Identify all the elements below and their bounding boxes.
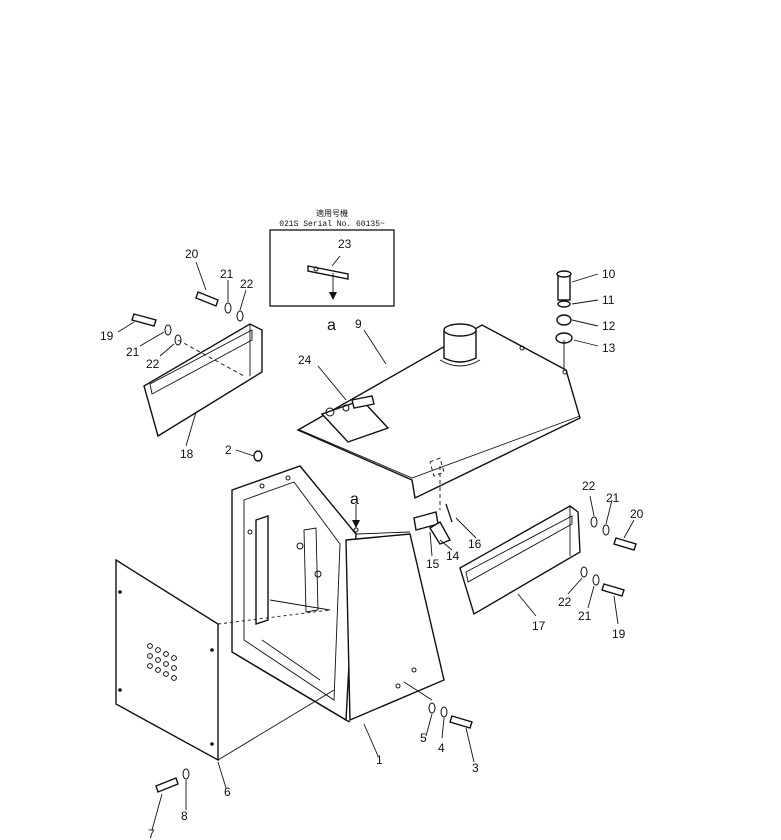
front-panel — [115, 558, 219, 762]
callout-21-left-top: 21 — [220, 267, 234, 281]
callout-19-right: 19 — [612, 627, 626, 641]
callout-16: 16 — [468, 537, 482, 551]
callout-9: 9 — [355, 317, 362, 331]
serial-note-line1: 適用号機 — [316, 208, 348, 219]
callout-labels: 1 2 3 4 5 6 7 8 9 10 11 12 13 14 15 16 1… — [100, 237, 644, 840]
main-frame — [231, 465, 445, 723]
callout-14: 14 — [446, 549, 460, 563]
leader-lines — [117, 255, 635, 831]
callout-13: 13 — [602, 341, 616, 355]
callout-21-right-low: 21 — [578, 609, 592, 623]
callout-22-right-top: 22 — [582, 479, 596, 493]
right-side-panel — [459, 505, 581, 616]
callout-23: 23 — [338, 237, 352, 251]
callout-20-left: 20 — [185, 247, 199, 261]
view-ref-a-frame: a — [350, 491, 359, 508]
assembly-lines — [217, 340, 565, 761]
hardware — [131, 270, 637, 793]
callout-6: 6 — [224, 785, 231, 799]
callout-10: 10 — [602, 267, 616, 281]
callout-24: 24 — [298, 353, 312, 367]
callout-21-right-top: 21 — [606, 491, 620, 505]
callout-11: 11 — [602, 293, 615, 307]
callout-19-left: 19 — [100, 329, 114, 343]
hood-cover — [296, 323, 581, 500]
callout-21-left-low: 21 — [126, 345, 140, 359]
vent-holes — [147, 643, 177, 681]
callout-12: 12 — [602, 319, 616, 333]
callout-5: 5 — [420, 731, 427, 745]
callout-7: 7 — [148, 827, 155, 840]
callout-15: 15 — [426, 557, 440, 571]
lock-bar-part — [307, 265, 349, 300]
callout-1: 1 — [376, 753, 383, 767]
callout-22-right-low: 22 — [558, 595, 572, 609]
callout-20-right: 20 — [630, 507, 644, 521]
callout-3: 3 — [472, 761, 479, 775]
callout-2: 2 — [225, 443, 232, 457]
callout-18: 18 — [180, 447, 194, 461]
callout-17: 17 — [532, 619, 546, 633]
callout-22-left-low: 22 — [146, 357, 160, 371]
serial-note-box: 適用号機 021S Serial No. 60135~ — [269, 208, 395, 307]
callout-22-left-top: 22 — [240, 277, 254, 291]
callout-8: 8 — [181, 809, 188, 823]
left-side-panel — [143, 323, 263, 438]
view-ref-a-top: a — [327, 317, 336, 334]
callout-4: 4 — [438, 741, 445, 755]
serial-note-line2: 021S Serial No. 60135~ — [279, 220, 385, 229]
